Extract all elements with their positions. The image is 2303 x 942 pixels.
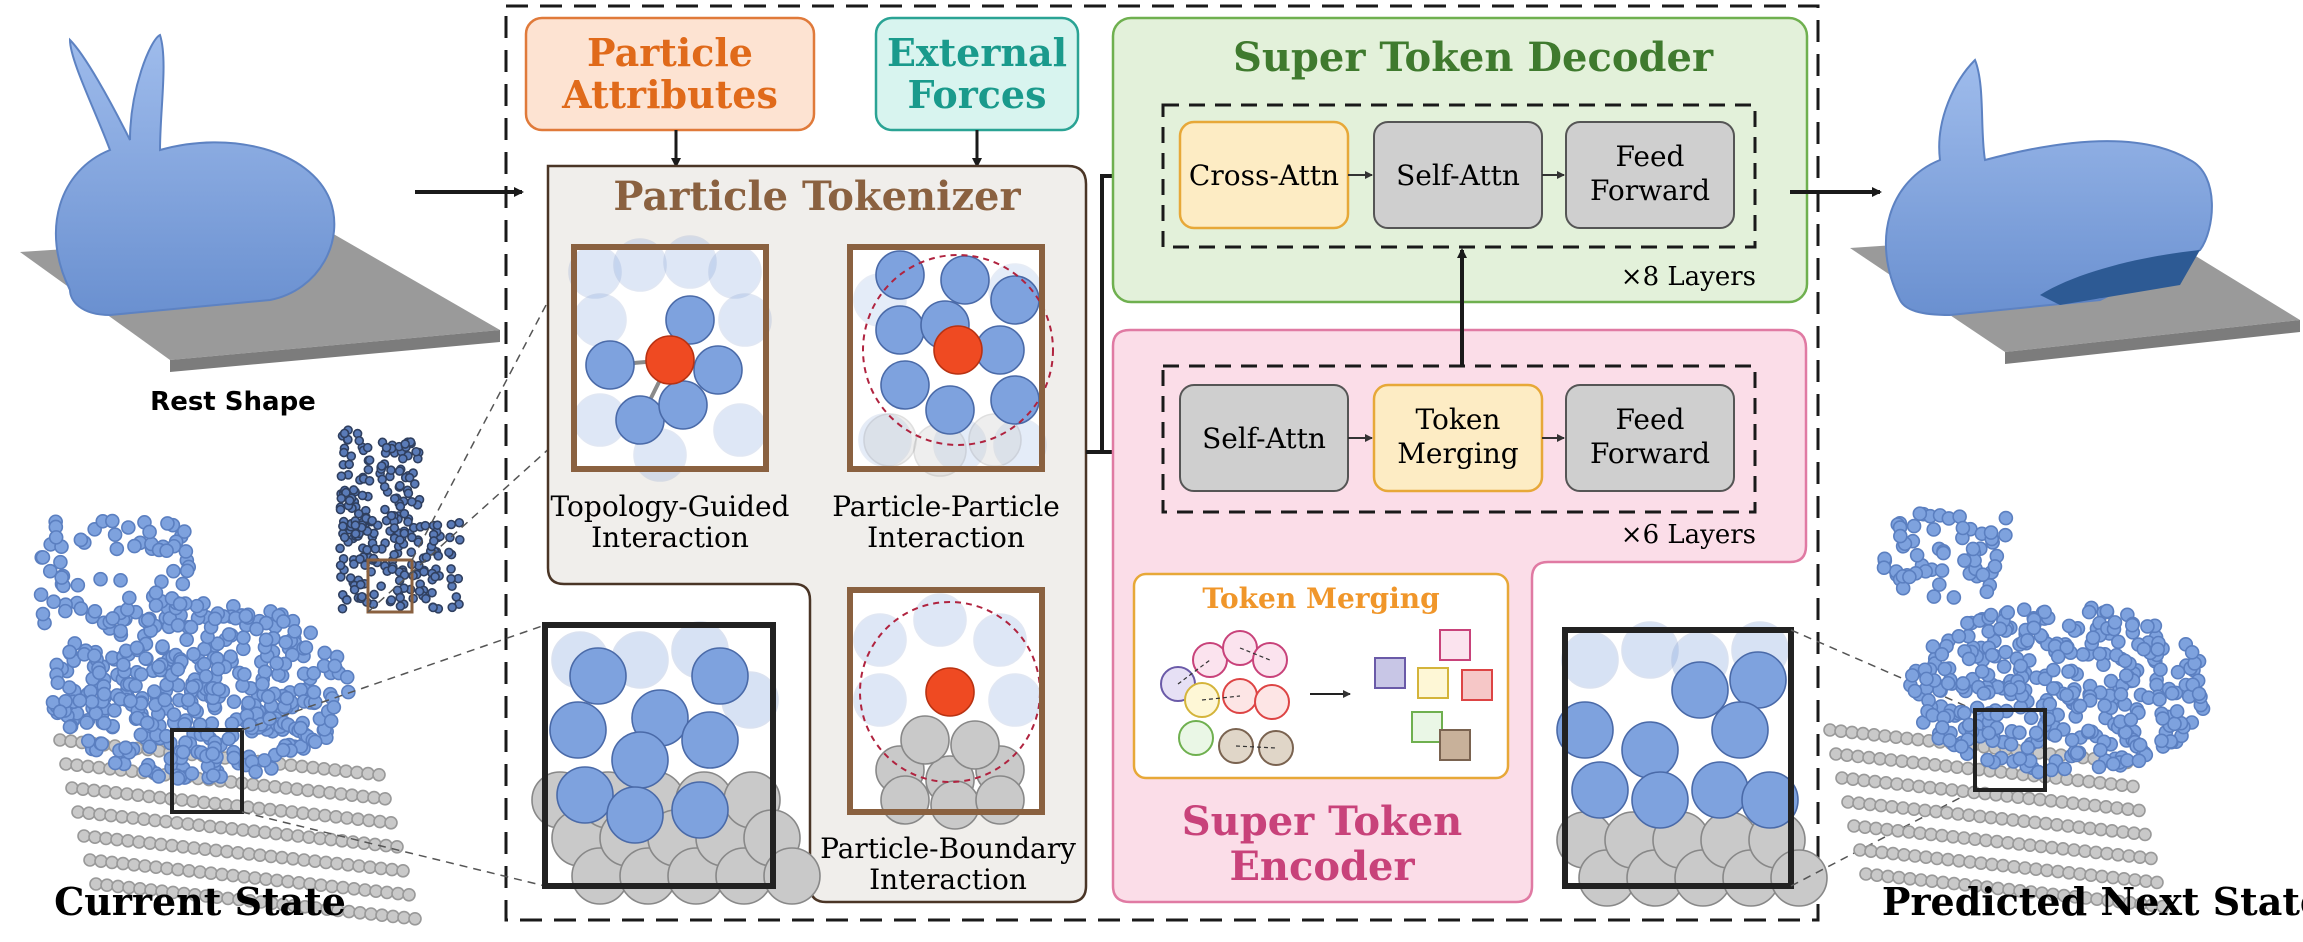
encoder-ffn-block <box>1565 384 1735 492</box>
particle-particle-panel <box>847 244 1054 477</box>
token-merging-title: Token Merging <box>1202 582 1439 615</box>
predicted-zoom-panel <box>1556 621 1828 907</box>
encoder-ffn-line2: Forward <box>1590 437 1710 470</box>
topology-label-line1: Topology-Guided <box>551 490 790 523</box>
current-zoom-box <box>170 728 244 814</box>
decoder-layers-label: ×8 Layers <box>1621 262 1756 292</box>
external-forces-line1: External <box>887 30 1067 75</box>
particle-attributes-line1: Particle <box>587 30 753 75</box>
encoder-token-merging-line1: Token <box>1416 403 1501 436</box>
rest-zoom-box <box>366 558 414 614</box>
particle-attributes-box <box>524 16 816 132</box>
decoder-title: Super Token Decoder <box>1233 34 1714 81</box>
rest-shape-particles <box>335 425 465 614</box>
decoder-ffn-block <box>1565 121 1735 229</box>
encoder-self-attn-label: Self-Attn <box>1202 422 1326 455</box>
rest-shape-label: Rest Shape <box>150 387 316 417</box>
predicted-zoom-box <box>1973 708 2047 792</box>
encoder-title-line2: Encoder <box>1229 843 1415 890</box>
pb-label-line1: Particle-Boundary <box>820 832 1076 865</box>
model-frame <box>504 4 1820 922</box>
pp-label-line1: Particle-Particle <box>832 490 1060 523</box>
decoder-ffn-line2: Forward <box>1590 174 1710 207</box>
decoder-ffn-line1: Feed <box>1616 140 1685 173</box>
token-merging-illustration: Token Merging <box>1132 572 1510 780</box>
pp-label-line2: Interaction <box>867 521 1025 554</box>
encoder-token-merging-line2: Merging <box>1397 437 1519 470</box>
current-zoom-panel <box>531 621 821 905</box>
current-particle-cloud <box>33 513 422 926</box>
predicted-particle-cloud <box>1823 506 2211 914</box>
external-forces-line2: Forces <box>908 72 1047 117</box>
particle-boundary-panel <box>847 587 1045 830</box>
particle-attributes-line2: Attributes <box>561 72 778 117</box>
particle-tokenizer-title: Particle Tokenizer <box>613 173 1021 220</box>
encoder-layers-label: ×6 Layers <box>1621 520 1756 550</box>
predicted-state-label: Predicted Next State <box>1882 879 2303 924</box>
encoder-title-line1: Super Token <box>1182 798 1463 845</box>
pb-label-line2: Interaction <box>869 863 1027 896</box>
decoder-self-attn-label: Self-Attn <box>1396 159 1520 192</box>
current-bunny-mesh <box>20 33 500 372</box>
topology-label-line2: Interaction <box>591 521 749 554</box>
current-state-label: Current State <box>54 879 346 924</box>
predicted-bunny-mesh <box>1850 58 2300 364</box>
decoder-cross-attn-label: Cross-Attn <box>1189 159 1339 192</box>
encoder-ffn-line1: Feed <box>1616 403 1685 436</box>
topology-guided-panel <box>568 235 772 482</box>
